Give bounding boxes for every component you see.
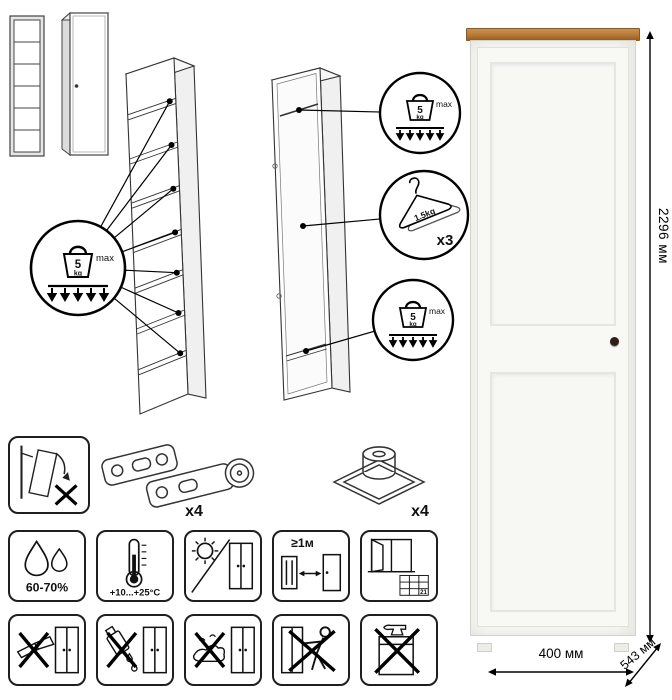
temperature-value: +10...+25°C: [110, 587, 161, 598]
ventilation-tile: 21: [360, 530, 438, 602]
foot-count-label: x4: [411, 503, 429, 520]
temperature-tile: +10...+25°C: [96, 530, 174, 602]
ventilation-day: 21: [420, 589, 427, 596]
ventilation-icon: 21: [367, 538, 429, 596]
no-pushing-icon: [280, 626, 336, 674]
shelf-unit-thumbnail: [9, 15, 45, 157]
door-upper-panel: [490, 62, 616, 327]
no-heavy-load-icon: [374, 624, 421, 676]
temperature-icon: +10...+25°C: [110, 538, 161, 598]
door-knob: [610, 337, 619, 346]
no-sharp-tools-icon: [16, 626, 79, 674]
humidity-icon: 60-70%: [24, 539, 68, 595]
width-dimension-arrow: [488, 668, 634, 676]
bottom-load-unit: kg: [409, 321, 416, 328]
distance-value: ≥1м: [291, 536, 314, 550]
no-heavy-load-tile: [360, 614, 438, 686]
anti-tip-warning-icon: [20, 445, 78, 506]
door-cabinet-thumbnail: [60, 11, 110, 156]
door-lower-panel: [490, 371, 616, 612]
bottom-load-max: max: [429, 306, 446, 316]
shelf-load-icon: 5 kg max: [29, 219, 127, 317]
hinge-drawing: x4: [101, 444, 255, 520]
wardrobe-foot-left: [477, 643, 492, 652]
height-dimension-label: 2296 мм: [656, 208, 671, 264]
humidity-tile: 60-70%: [8, 530, 86, 602]
shelf-load-diagram: 5 kg max: [29, 57, 207, 415]
no-direct-sunlight-icon: [191, 537, 254, 593]
heater-distance-icon: ≥1м: [280, 536, 342, 592]
width-dimension-label: 400 мм: [538, 646, 584, 661]
top-load-unit: kg: [416, 114, 423, 121]
top-load-max: max: [436, 99, 453, 109]
top-load-value: 5: [417, 105, 423, 116]
adjustable-foot-icon: [332, 446, 426, 505]
shelf-dots: [166, 98, 184, 357]
bottom-shelf-load-icon: 5 kg max: [371, 278, 455, 362]
no-liquids-icon: [104, 625, 167, 674]
open-cabinet-drawing: [270, 67, 351, 401]
no-pushing-tile: [272, 614, 350, 686]
wardrobe-render: [466, 28, 640, 652]
depth-dimension-arrow: [625, 643, 661, 687]
hanging-load-diagram: 5 kg max 1.5kg: [270, 67, 470, 401]
no-sunlight-tile: [184, 530, 262, 602]
top-shelf-load-icon: 5 kg max: [378, 71, 462, 155]
shelf-load-max: max: [96, 253, 114, 264]
thumbnail-knob: [74, 84, 79, 88]
humidity-value: 60-70%: [26, 581, 68, 595]
wardrobe-body: [470, 40, 636, 636]
no-solvents-tile: [184, 614, 262, 686]
cabinet-thumbnails: [9, 11, 110, 157]
bottom-load-value: 5: [410, 312, 416, 323]
wardrobe-door: [477, 47, 629, 627]
hanger-load-icon: 1.5kg x3: [378, 169, 470, 261]
foot-drawing: x4: [332, 446, 429, 520]
hinge-count-label: x4: [185, 503, 203, 520]
no-liquids-tile: [96, 614, 174, 686]
callout-dots: [296, 107, 309, 354]
no-solvents-icon: [192, 626, 255, 674]
heater-distance-tile: ≥1м: [272, 530, 350, 602]
shelf-load-unit: kg: [74, 271, 82, 278]
hinge-icon: [101, 444, 255, 508]
shelf-load-value: 5: [75, 259, 82, 271]
wardrobe-foot-right: [614, 643, 629, 652]
no-sharp-tools-tile: [8, 614, 86, 686]
anti-tip-warning-tile: [8, 436, 90, 514]
hanger-count: x3: [437, 232, 454, 249]
height-dimension-arrow: [646, 31, 654, 643]
